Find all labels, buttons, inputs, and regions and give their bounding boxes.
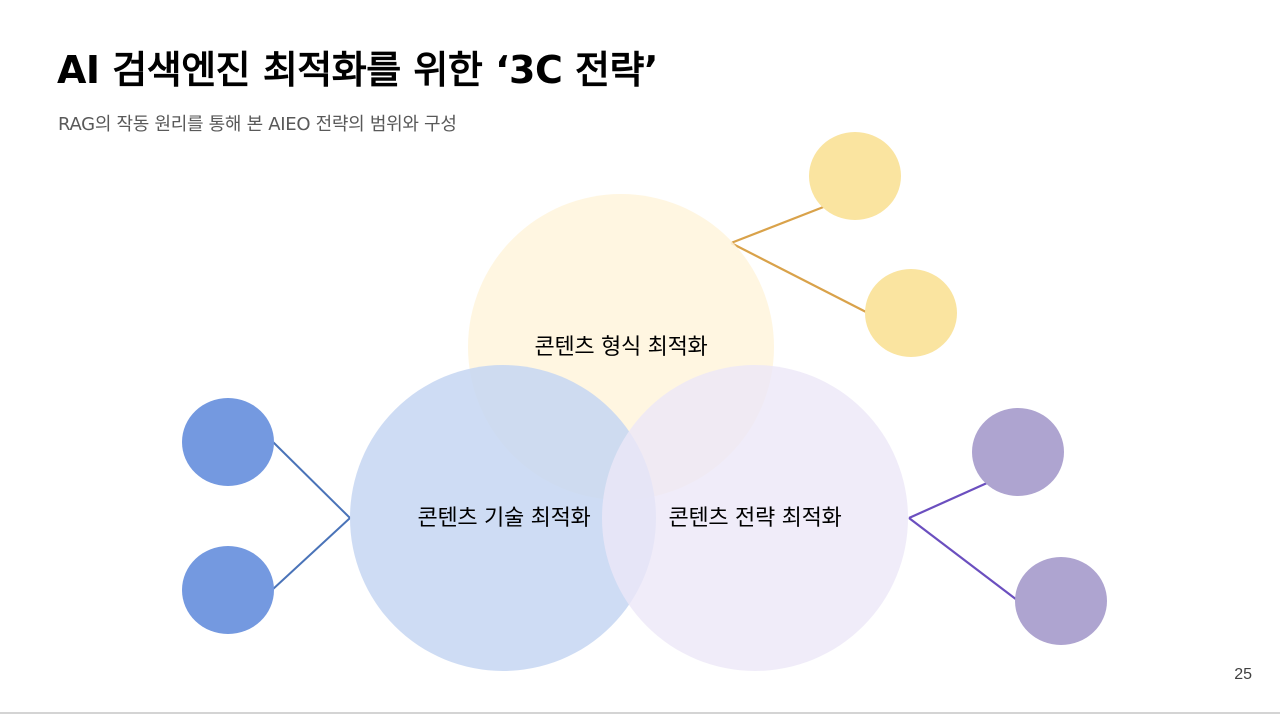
connector-line <box>730 204 827 245</box>
strategy-node-1 <box>972 408 1064 496</box>
format-connectors <box>730 204 869 314</box>
venn-circle-technical <box>350 365 656 671</box>
page-number: 25 <box>1234 666 1252 683</box>
connector-line <box>908 481 988 520</box>
technical-node-2 <box>182 546 274 634</box>
format-node-1 <box>809 132 901 220</box>
slide-subtitle: RAG의 작동 원리를 통해 본 AIEO 전략의 범위와 구성 <box>58 114 457 135</box>
connector-line <box>271 517 351 591</box>
label-technical-optimization: 콘텐츠 기술 최적화 <box>417 506 591 531</box>
connector-line <box>271 440 351 519</box>
strategy-node-2 <box>1015 557 1107 645</box>
connector-line <box>908 517 1018 601</box>
format-node-2 <box>865 269 957 357</box>
slide-title: AI 검색엔진 최적화를 위한 ‘3C 전략’ <box>57 48 658 92</box>
strategy-connectors <box>908 481 1018 601</box>
technical-connectors <box>271 440 351 591</box>
label-format-optimization: 콘텐츠 형식 최적화 <box>534 335 708 360</box>
label-strategy-optimization: 콘텐츠 전략 최적화 <box>668 506 842 531</box>
technical-node-1 <box>182 398 274 486</box>
venn-circle-strategy <box>602 365 908 671</box>
connector-line <box>730 242 869 314</box>
